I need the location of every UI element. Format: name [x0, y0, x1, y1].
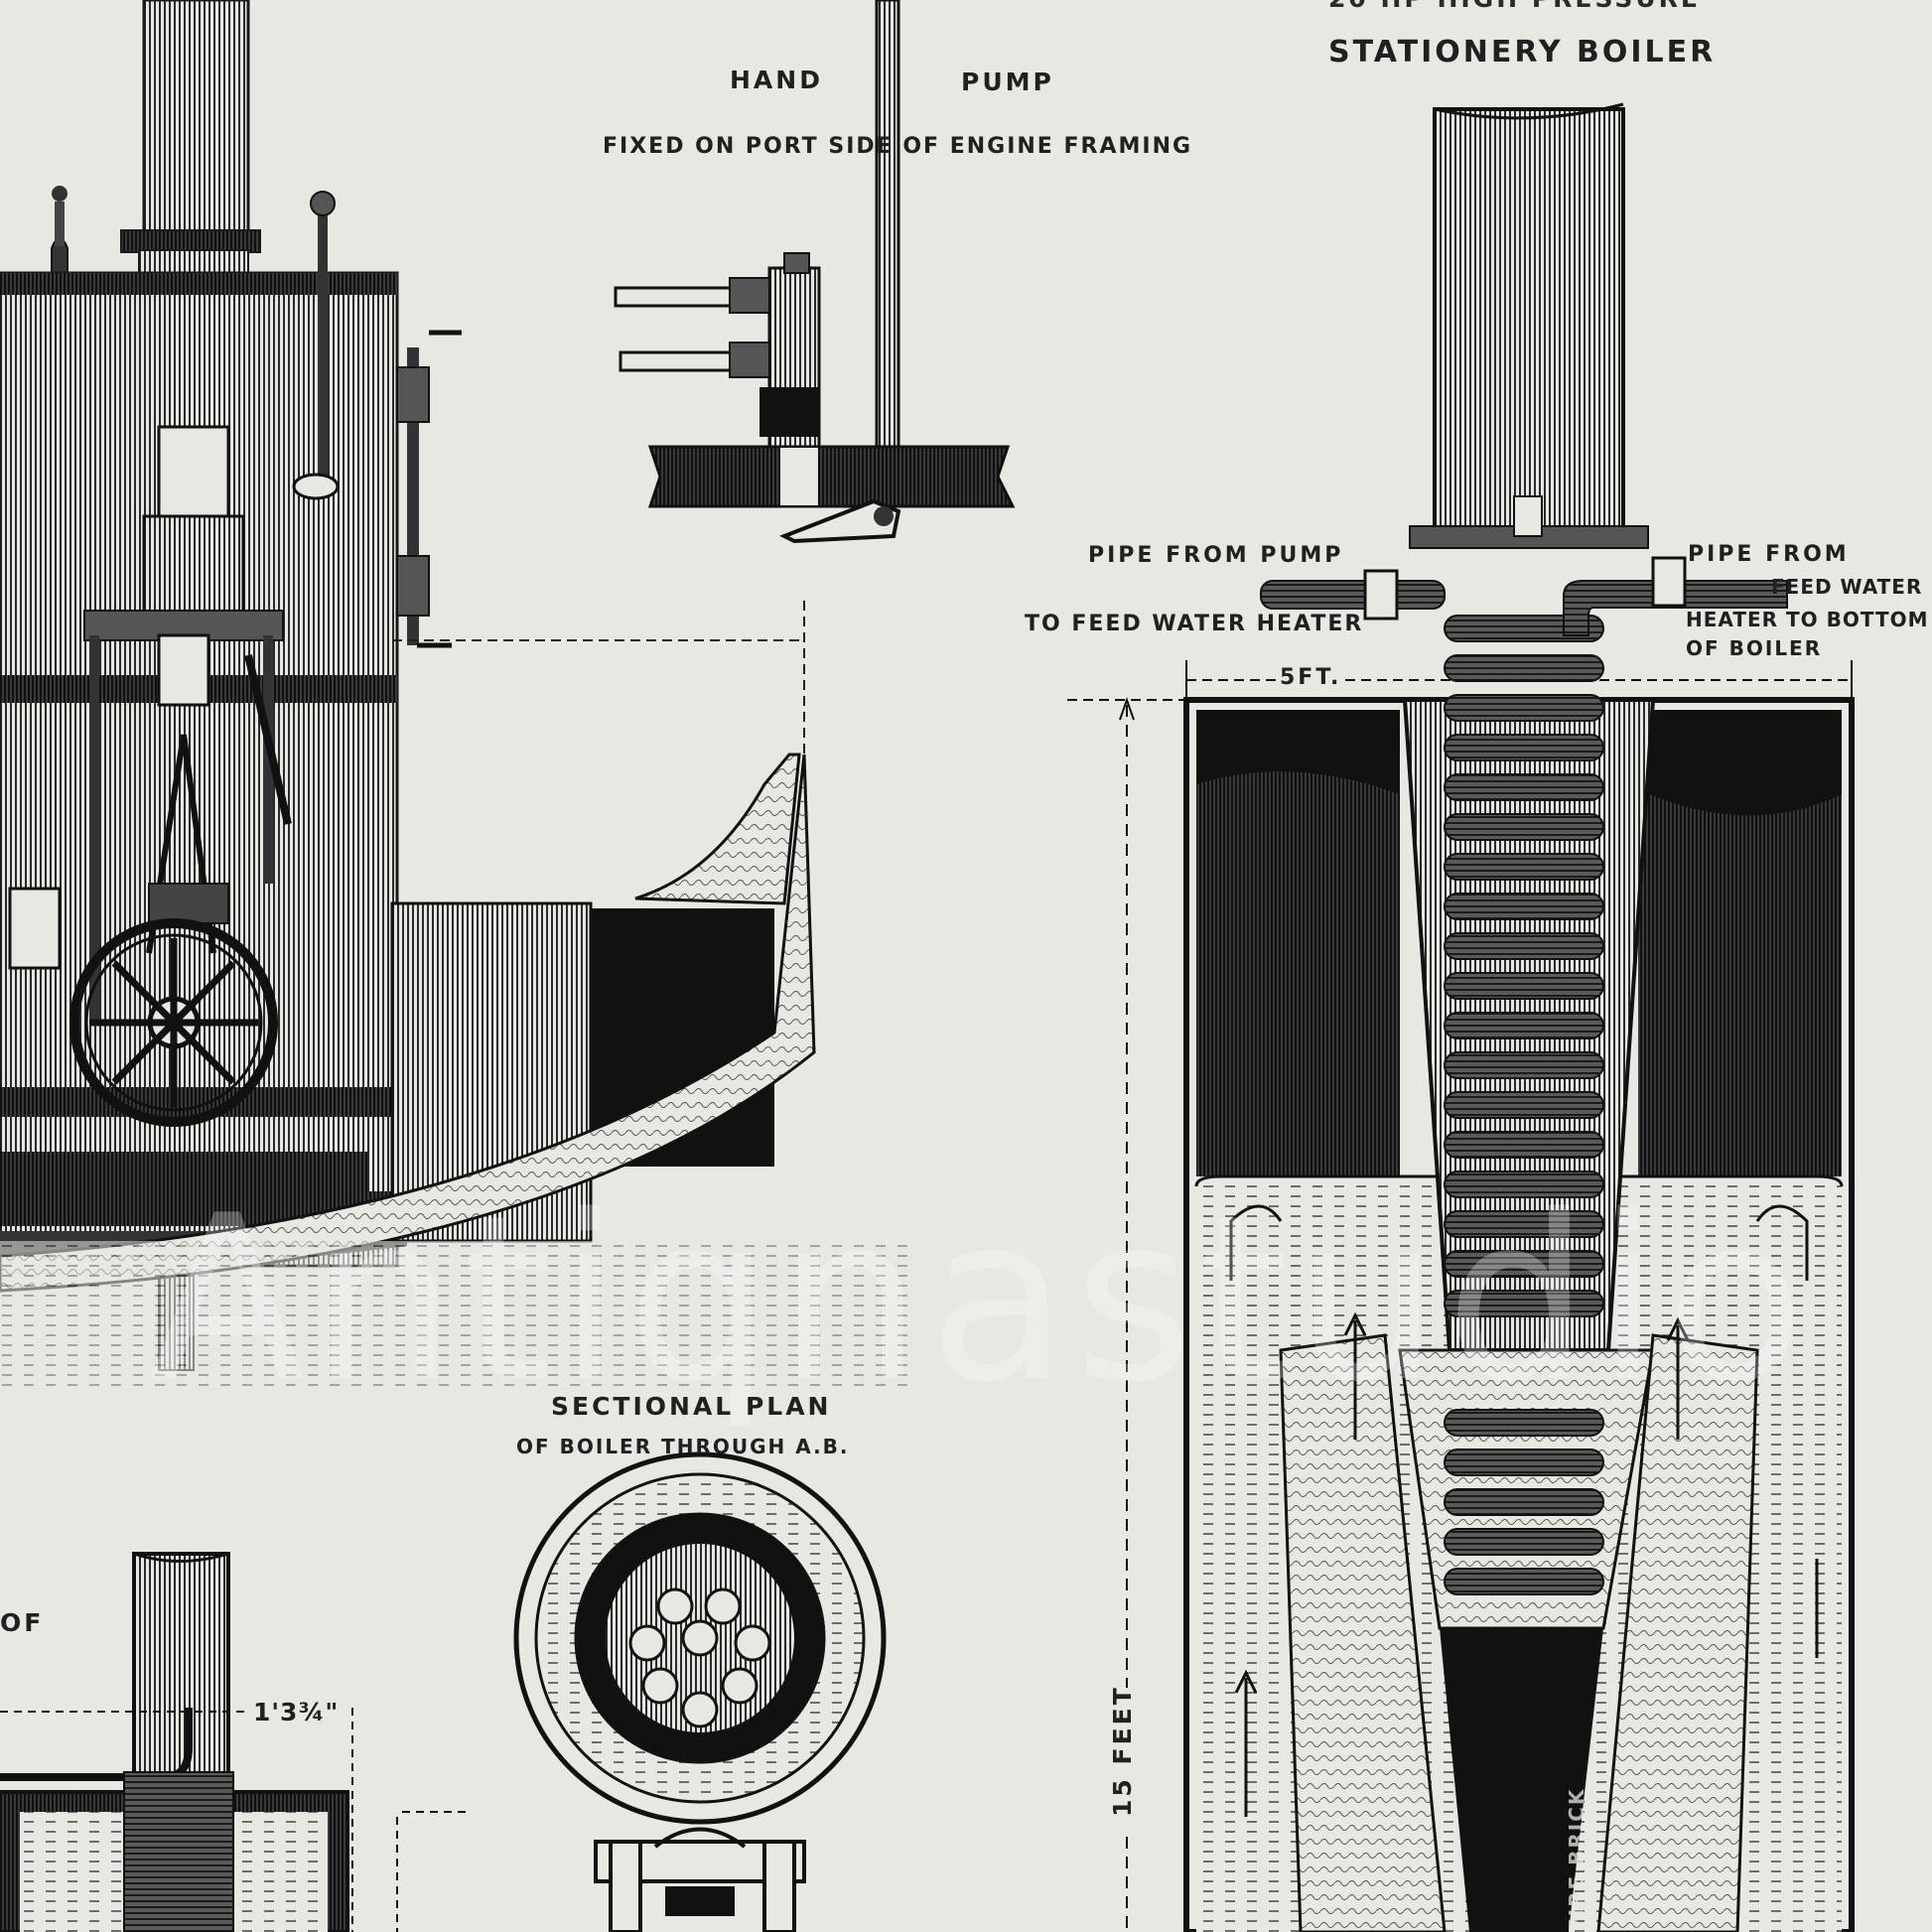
- sectional-plan-title: SECTIONAL PLAN: [551, 1392, 832, 1421]
- pipe-from-pump-label: PIPE FROM PUMP: [1088, 543, 1344, 568]
- small-boiler-section: [0, 1552, 467, 1932]
- pipe-from-label-line2: FEED WATER: [1771, 575, 1923, 599]
- boiler-elevation: [0, 0, 462, 1371]
- sectional-plan-subtitle: OF BOILER THROUGH A.B.: [516, 1435, 850, 1458]
- stationary-boiler-section: [1067, 102, 1855, 1932]
- watermark: Antiqnastudio: [149, 1168, 1812, 1433]
- sectional-plan-drawing: [513, 1451, 887, 1932]
- fire-brick-label: FIRE BRICK: [1565, 1787, 1588, 1932]
- boiler-title: STATIONERY BOILER: [1328, 35, 1717, 69]
- hand-pump-drawing: [614, 0, 1016, 544]
- hull-section: [0, 601, 913, 1390]
- boiler-title-partial: 20 HP HIGH PRESSURE: [1328, 0, 1701, 11]
- left-edge-fragment: OF: [0, 1608, 45, 1637]
- width-dimension-label: 5FT.: [1276, 667, 1346, 689]
- to-feed-water-heater-label: TO FEED WATER HEATER: [1025, 612, 1364, 636]
- height-dimension-label: 15 FEET: [1108, 1685, 1137, 1817]
- small-dimension-label: 1'3¾": [250, 1700, 343, 1725]
- hand-pump-label-right: PUMP: [961, 68, 1054, 96]
- pipe-from-label-line1: PIPE FROM: [1688, 542, 1850, 567]
- pipe-from-label-line3: HEATER TO BOTTOM: [1686, 608, 1929, 631]
- hand-pump-note: FIXED ON PORT SIDE OF ENGINE FRAMING: [603, 134, 1193, 159]
- hand-pump-label-left: HAND: [730, 66, 823, 94]
- feed-water-coil: [1444, 615, 1604, 1595]
- pipe-from-label-line4: OF BOILER: [1686, 636, 1823, 660]
